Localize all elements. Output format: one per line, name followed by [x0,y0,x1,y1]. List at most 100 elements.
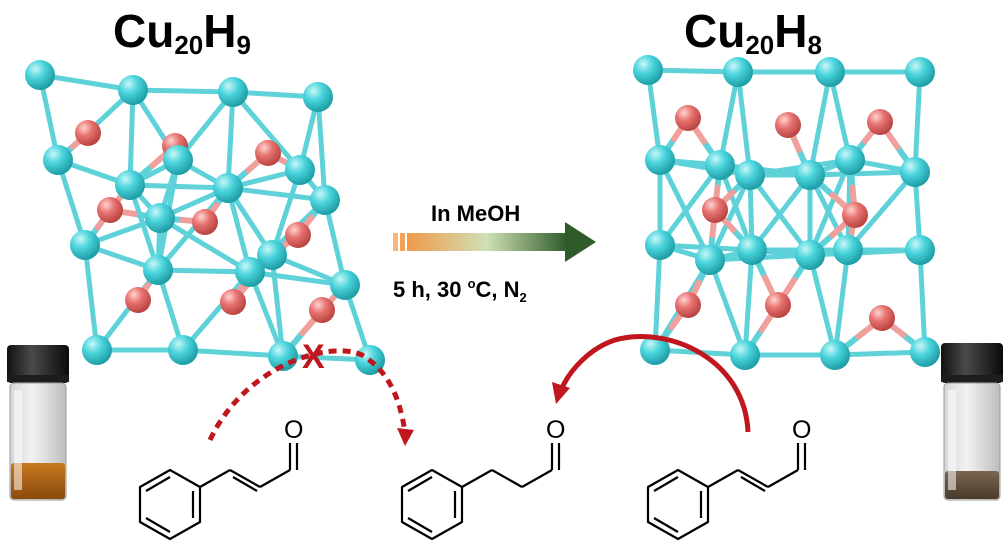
hydride-atom [220,289,246,315]
conditions-label: 5 h, 30 oC, N2 [393,277,527,304]
copper-atom [163,145,193,175]
copper-atom [835,145,865,175]
copper-atom [910,337,940,367]
bond [735,69,753,178]
solvent-label: In MeOH [431,201,521,226]
copper-atom [695,245,725,275]
title-element: H [203,5,237,57]
bond [130,87,236,95]
bond [717,162,755,253]
copper-atom [310,185,340,215]
bond [225,89,236,191]
copper-atom [735,160,765,190]
cinnamaldehyde-right: O [646,416,811,541]
title-subscript: 20 [174,30,204,60]
cu20h8-cluster-model [633,55,940,370]
copper-atom [257,240,287,270]
bond [37,72,136,93]
copper-atom [115,170,145,200]
oxygen-label: O [792,416,811,444]
copper-atom [730,340,760,370]
hydride-atom [675,105,701,131]
bond [807,252,838,358]
title-element: Cu [113,5,175,57]
hydride-atom [309,297,335,323]
bond [657,162,723,248]
hydride-atom [765,292,791,318]
hydride-atom [255,140,281,166]
bond [82,242,100,353]
copper-atom [118,75,148,105]
hydride-atom [867,109,893,135]
bond [807,247,923,258]
copper-atom [213,173,243,203]
time-temp-text: 5 h, 30 [393,277,468,302]
copper-atom [645,145,675,175]
bond [247,269,348,288]
copper-atom [218,77,248,107]
copper-atom [833,235,863,265]
bond [155,267,253,275]
bond [127,87,136,188]
copper-atom [905,57,935,87]
unit-text: C, N [475,277,520,302]
bond [225,185,328,203]
bond [912,69,923,175]
oxygen-label: O [546,416,565,444]
degree-superscript: o [467,276,476,291]
bond [749,172,813,253]
copper-atom [25,60,55,90]
hydrocinnamaldehyde: O [400,416,565,541]
bond [807,69,833,178]
blocked-hydrogenation-arrow [207,348,414,446]
bond [269,252,286,359]
copper-atom [820,340,850,370]
bond [827,69,853,163]
bond [832,247,851,358]
copper-atom [330,270,360,300]
bond [645,67,663,163]
cluster-atoms [633,55,940,370]
hydride-atom [675,292,701,318]
bond [180,269,253,353]
copper-atom [633,55,663,85]
vial-right [941,343,1003,501]
copper-atom [705,150,735,180]
bond [315,94,328,203]
copper-atom [168,335,198,365]
title-element: Cu [684,5,746,57]
bond [742,247,755,358]
bond [247,269,286,359]
title-element: H [774,5,808,57]
bond [127,182,231,191]
hydride-atom [97,197,123,223]
copper-atom [70,230,100,260]
title-subscript: 20 [745,30,775,60]
bond [917,247,928,355]
hydride-atom [775,112,801,138]
vial-left [7,345,69,501]
copper-atom [43,145,73,175]
reaction-arrow [393,222,596,262]
copper-atom [640,335,670,365]
hydride-atom [869,305,895,331]
bond [707,257,748,358]
bond [157,215,253,275]
copper-atom [303,82,333,112]
copper-atom [900,157,930,187]
hydride-atom [842,202,868,228]
bond [832,349,928,358]
copper-atom [815,57,845,87]
bond [717,162,813,178]
title-cu20h9: Cu20H9 [113,8,251,58]
copper-atom [645,230,675,260]
cluster-atoms [25,60,385,375]
copper-atom [82,335,112,365]
copper-atom [795,160,825,190]
hydride-atom [702,197,728,223]
bond [845,169,918,253]
copper-atom [737,235,767,265]
hydride-atom [75,120,101,146]
bond [652,242,663,353]
